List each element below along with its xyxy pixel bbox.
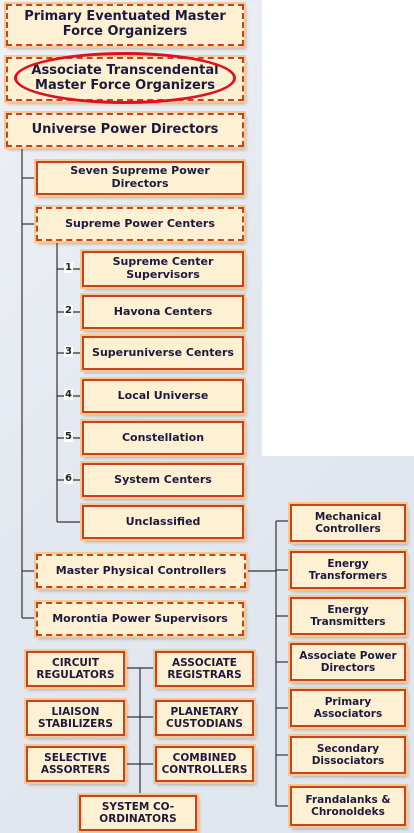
seven-supreme-box: Seven Supreme Power Directors bbox=[36, 161, 244, 195]
supreme-power-centers-box: Supreme Power Centers bbox=[36, 207, 244, 241]
controller-box-frandalanks: Frandalanks & Chronoldeks bbox=[290, 786, 406, 826]
center-box-5: Constellation bbox=[82, 421, 244, 455]
primary-eventuated-box: Primary Eventuated Master Force Organize… bbox=[6, 4, 244, 46]
controller-box-energy-transmitters: Energy Transmitters bbox=[290, 597, 406, 635]
controller-box-energy-transformers: Energy Transformers bbox=[290, 551, 406, 589]
center-number-4: 4 bbox=[64, 389, 73, 400]
combined-controllers-box: COMBINED CONTROLLERS bbox=[155, 746, 254, 782]
background-panel bbox=[262, 0, 414, 456]
center-box-4: Local Universe bbox=[82, 379, 244, 413]
center-number-2: 2 bbox=[64, 305, 73, 316]
associate-registrars-box: ASSOCIATE REGISTRARS bbox=[155, 651, 254, 687]
controller-box-associate-power: Associate Power Directors bbox=[290, 643, 406, 681]
center-box-2: Havona Centers bbox=[82, 295, 244, 329]
system-coordinators-box: SYSTEM CO-ORDINATORS bbox=[79, 795, 197, 831]
center-number-3: 3 bbox=[64, 346, 73, 357]
morontia-power-box: Morontia Power Supervisors bbox=[36, 602, 244, 636]
highlight-ellipse bbox=[14, 52, 236, 104]
center-number-5: 5 bbox=[64, 431, 73, 442]
circuit-regulators-box: CIRCUIT REGULATORS bbox=[26, 651, 125, 687]
universe-power-directors-box: Universe Power Directors bbox=[6, 113, 244, 147]
center-box-7: Unclassified bbox=[82, 505, 244, 539]
liaison-stabilizers-box: LIAISON STABILIZERS bbox=[26, 700, 125, 736]
center-number-1: 1 bbox=[64, 262, 73, 273]
controller-box-secondary-dissociators: Secondary Dissociators bbox=[290, 736, 406, 774]
planetary-custodians-box: PLANETARY CUSTODIANS bbox=[155, 700, 254, 736]
controller-box-mechanical: Mechanical Controllers bbox=[290, 504, 406, 542]
selective-assorters-box: SELECTIVE ASSORTERS bbox=[26, 746, 125, 782]
center-number-6: 6 bbox=[64, 473, 73, 484]
controller-box-primary-associators: Primary Associators bbox=[290, 689, 406, 727]
center-box-3: Superuniverse Centers bbox=[82, 336, 244, 370]
center-box-1: Supreme Center Supervisors bbox=[82, 251, 244, 287]
master-physical-box: Master Physical Controllers bbox=[36, 554, 246, 588]
center-box-6: System Centers bbox=[82, 463, 244, 497]
